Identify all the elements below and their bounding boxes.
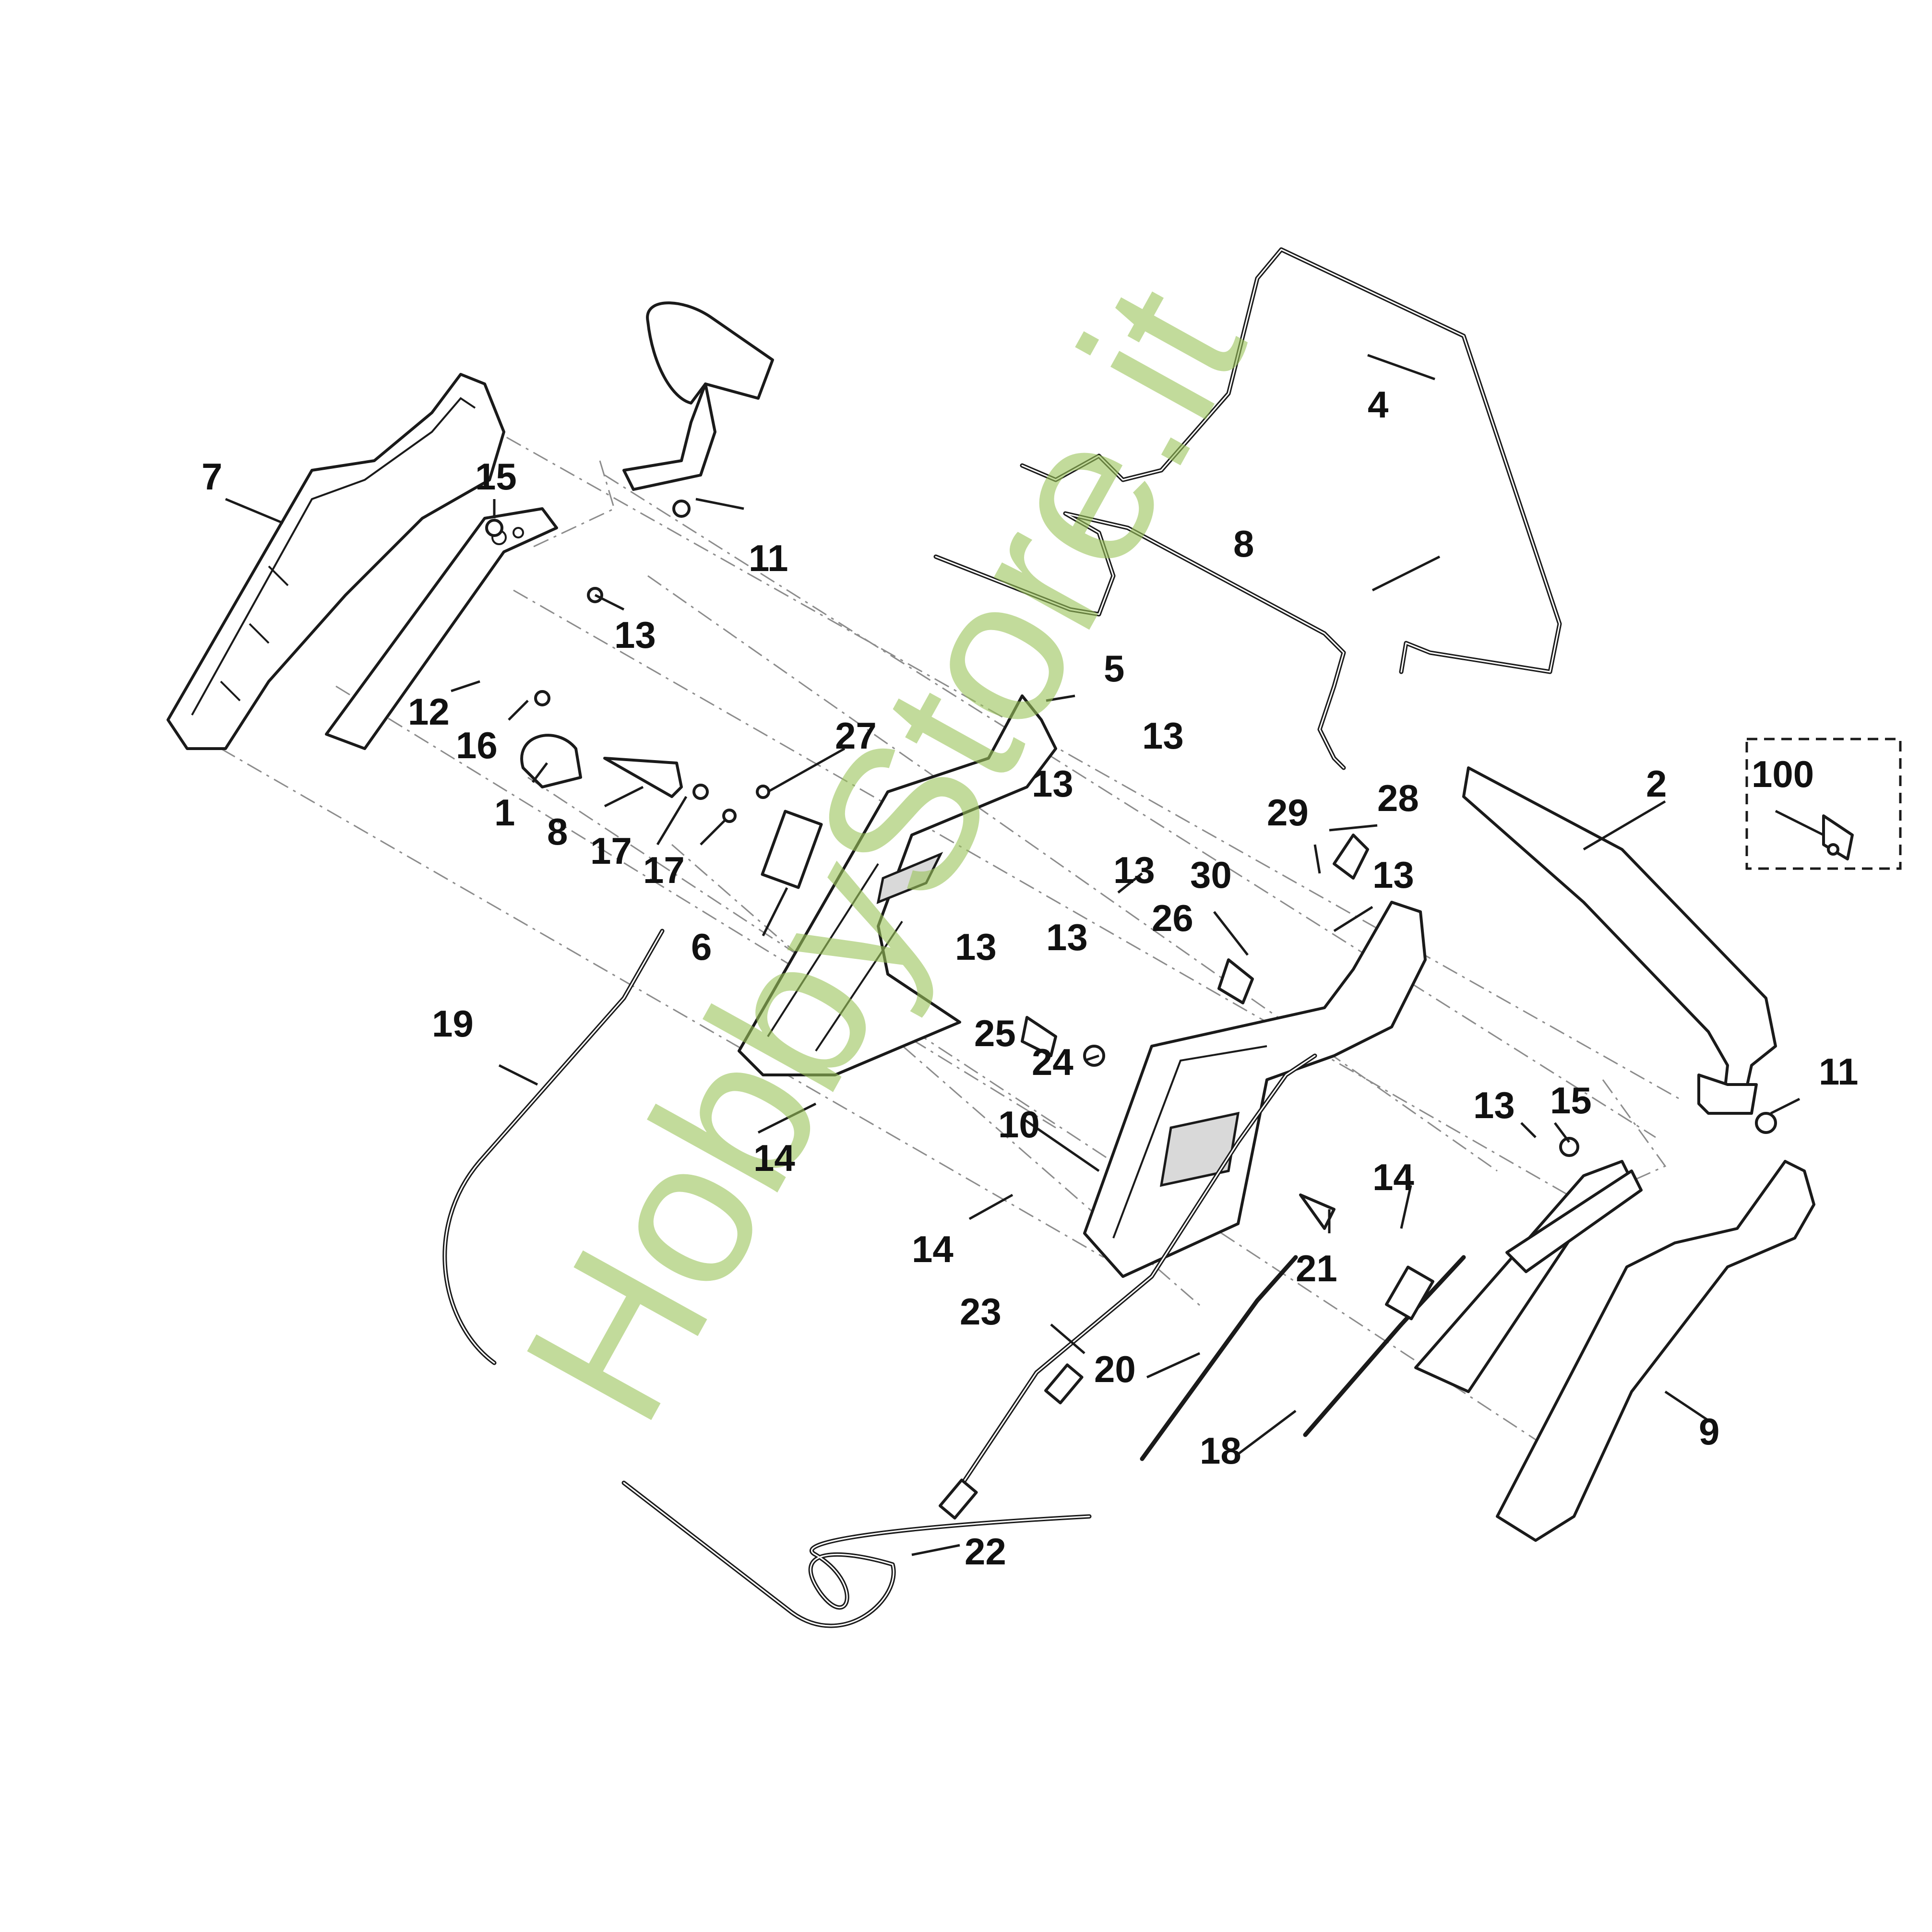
callout-29: 29 (1267, 791, 1309, 834)
callout-11: 11 (749, 537, 788, 579)
right-lower-handle-bar (1414, 1160, 1643, 1393)
callout-19: 19 (432, 1002, 474, 1045)
callout-25: 25 (974, 1012, 1016, 1054)
callout-16: 16 (456, 724, 498, 766)
callout-10: 10 (998, 1103, 1040, 1145)
callout-6: 6 (691, 926, 712, 968)
cable-19 (442, 929, 665, 1365)
callout-21: 21 (1296, 1247, 1337, 1289)
drive-bail-bar (933, 511, 1346, 770)
right-control-housing (1083, 901, 1427, 1278)
callout-14-b: 14 (1372, 1156, 1414, 1198)
right-upper-handle-grip (1462, 766, 1777, 1115)
callout-13-g: 13 (1372, 854, 1414, 896)
callout-8-obscured: 8 (1233, 523, 1254, 565)
callout-14-a: 14 (753, 1137, 795, 1179)
callout-12: 12 (408, 691, 450, 733)
callout-13-e: 13 (1046, 916, 1088, 958)
wiring-harness-23 (938, 1053, 1317, 1520)
callout-4: 4 (1368, 383, 1388, 426)
callout-26: 26 (1152, 897, 1193, 939)
leader-lines (225, 354, 1825, 1556)
callout-27: 27 (835, 715, 877, 757)
callout-13-h: 13 (1473, 1084, 1515, 1126)
callout-15-b: 15 (1550, 1079, 1592, 1121)
callout-17-b: 17 (643, 849, 685, 891)
upper-loop-bar (1020, 247, 1562, 674)
callout-13: 13 (614, 614, 656, 656)
callout-7: 7 (202, 455, 222, 498)
small-hardware (485, 500, 1854, 1230)
callout-14-c: 14 (912, 1228, 954, 1270)
callout-24: 24 (1032, 1041, 1073, 1083)
callout-22: 22 (965, 1530, 1006, 1573)
cable-22 (621, 1480, 1092, 1628)
alignment-lines (220, 421, 1680, 1441)
center-control-housing (738, 694, 1057, 1076)
left-handle-cover (167, 373, 505, 750)
left-lower-handle-bar (325, 507, 558, 750)
callout-5: 5 (1104, 647, 1124, 690)
left-upper-handle-tube (622, 301, 774, 491)
callout-20: 20 (1094, 1348, 1136, 1390)
callout-13-f: 13 (955, 926, 997, 968)
callout-8: 8 (547, 811, 568, 853)
callout-23: 23 (960, 1290, 1002, 1333)
callout-30: 30 (1190, 854, 1232, 896)
callout-18: 18 (1200, 1430, 1241, 1472)
callout-11-b: 11 (1819, 1050, 1858, 1093)
callout-2: 2 (1646, 763, 1667, 805)
callout-9: 9 (1699, 1410, 1719, 1453)
kit-100-box (1745, 738, 1902, 870)
callout-100: 100 (1752, 753, 1814, 795)
control-cable-18 (1303, 1255, 1466, 1437)
callout-13-d: 13 (1113, 849, 1155, 891)
callout-labels: 7 15 11 13 12 16 1 8 17 17 6 27 5 8 4 13… (202, 383, 1858, 1573)
callout-17-a: 17 (590, 830, 632, 872)
control-cable-20 (1140, 1255, 1298, 1461)
callout-1: 1 (494, 791, 515, 834)
callout-13-b: 13 (1142, 715, 1184, 757)
right-handle-cover (1496, 1160, 1815, 1542)
callout-28: 28 (1377, 777, 1419, 819)
callout-13-c: 13 (1032, 763, 1073, 805)
callout-15: 15 (475, 455, 517, 498)
